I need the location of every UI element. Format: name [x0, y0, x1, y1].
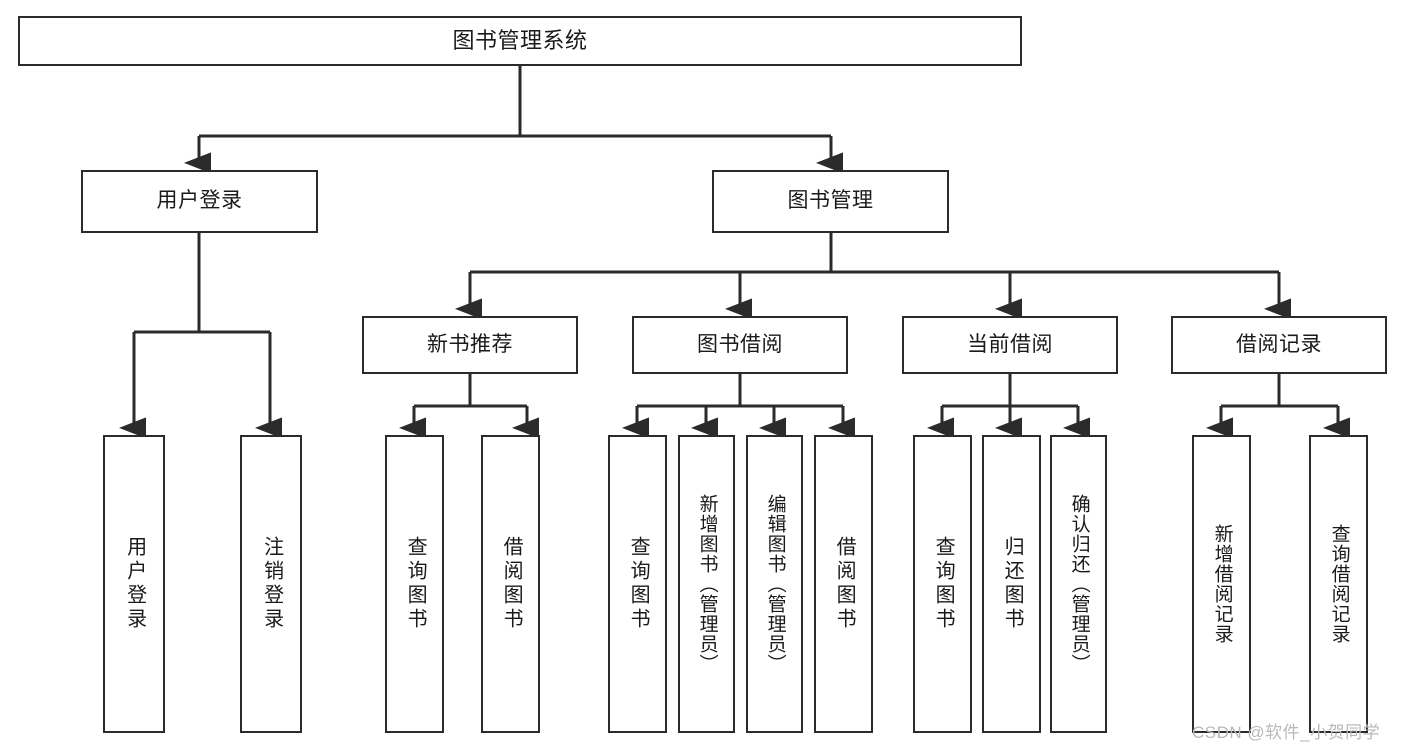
node-new-book-recommend-label: 新书推荐 — [427, 332, 513, 356]
node-current-borrow[interactable]: 当前借阅 — [902, 316, 1118, 374]
node-user-login[interactable]: 用户登录 — [81, 170, 318, 233]
node-leaf-query-book-1-label: 查询图书 — [404, 536, 427, 632]
node-leaf-query-book-1[interactable]: 查询图书 — [385, 435, 444, 733]
node-borrow-record[interactable]: 借阅记录 — [1171, 316, 1387, 374]
node-leaf-borrow-book-2-label: 借阅图书 — [833, 536, 856, 632]
node-leaf-confirm-return[interactable]: 确认归还（管理员） — [1050, 435, 1107, 733]
node-leaf-logout[interactable]: 注销登录 — [240, 435, 302, 733]
csdn-watermark: CSDN @软件_小贺同学 — [1192, 723, 1381, 742]
node-leaf-query-book-3-label: 查询图书 — [932, 536, 955, 632]
node-leaf-borrow-book-1-label: 借阅图书 — [500, 536, 523, 632]
node-leaf-query-record-label: 查询借阅记录 — [1328, 524, 1350, 644]
node-leaf-query-book-3[interactable]: 查询图书 — [913, 435, 972, 733]
node-user-login-label: 用户登录 — [156, 189, 243, 213]
node-root-label: 图书管理系统 — [452, 28, 588, 54]
node-leaf-return-book[interactable]: 归还图书 — [982, 435, 1041, 733]
node-book-manage[interactable]: 图书管理 — [712, 170, 949, 233]
node-leaf-confirm-return-label: 确认归还（管理员） — [1068, 494, 1090, 674]
node-leaf-borrow-book-1[interactable]: 借阅图书 — [481, 435, 540, 733]
node-leaf-add-record-label: 新增借阅记录 — [1211, 524, 1233, 644]
node-leaf-query-book-2-label: 查询图书 — [627, 536, 650, 632]
node-leaf-edit-book-label: 编辑图书（管理员） — [764, 494, 786, 674]
node-leaf-borrow-book-2[interactable]: 借阅图书 — [814, 435, 873, 733]
node-borrow-record-label: 借阅记录 — [1236, 332, 1322, 356]
node-leaf-query-record[interactable]: 查询借阅记录 — [1309, 435, 1368, 733]
node-book-borrow-label: 图书借阅 — [697, 332, 783, 356]
node-book-manage-label: 图书管理 — [787, 189, 874, 213]
node-root[interactable]: 图书管理系统 — [18, 16, 1022, 66]
node-leaf-return-book-label: 归还图书 — [1001, 536, 1024, 632]
node-new-book-recommend[interactable]: 新书推荐 — [362, 316, 578, 374]
node-leaf-user-login-label: 用户登录 — [123, 536, 146, 632]
node-leaf-add-book[interactable]: 新增图书（管理员） — [678, 435, 735, 733]
node-leaf-edit-book[interactable]: 编辑图书（管理员） — [746, 435, 803, 733]
node-leaf-user-login[interactable]: 用户登录 — [103, 435, 165, 733]
node-leaf-logout-label: 注销登录 — [260, 536, 283, 632]
node-current-borrow-label: 当前借阅 — [967, 332, 1053, 356]
node-leaf-add-record[interactable]: 新增借阅记录 — [1192, 435, 1251, 733]
node-leaf-add-book-label: 新增图书（管理员） — [696, 494, 718, 674]
node-leaf-query-book-2[interactable]: 查询图书 — [608, 435, 667, 733]
node-book-borrow[interactable]: 图书借阅 — [632, 316, 848, 374]
